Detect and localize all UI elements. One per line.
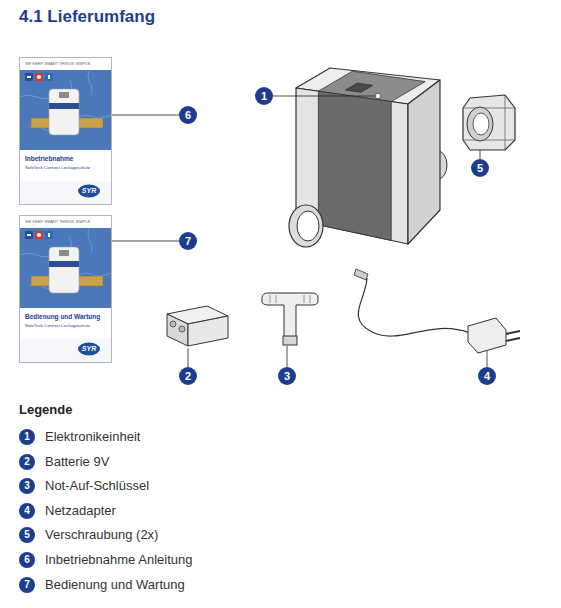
callout-number: 3 [278, 367, 296, 385]
legend-heading: Legende [19, 402, 72, 417]
brand-logo: SYR [78, 344, 100, 353]
cover-text: SafeTech Connect Leckageschutz [25, 165, 90, 171]
legend-text: Inbetriebnahme Anleitung [45, 552, 192, 568]
callout-number: 1 [255, 87, 273, 105]
callout-number: 5 [471, 159, 489, 177]
page-title: 4.1 Lieferumfang [19, 7, 155, 27]
cover-text: WE KEEP SMART THINGS SIMPLE. [25, 61, 91, 67]
callout-number: 3 [19, 478, 35, 494]
callout-number: 2 [19, 454, 35, 470]
callout-number: 7 [179, 232, 197, 250]
callout-number: 2 [179, 367, 197, 385]
callout-number: 4 [19, 503, 35, 519]
manual-cover: WE KEEP SMART THINGS SIMPLE. Inbetriebnah… [19, 57, 112, 205]
cover-text: WE KEEP SMART THINGS SIMPLE. [25, 219, 91, 225]
callout-number: 6 [19, 552, 35, 568]
callout-number: 4 [478, 367, 496, 385]
brand-logo: SYR [78, 186, 100, 195]
legend-text: Batterie 9V [45, 454, 109, 470]
callout-number: 7 [19, 577, 35, 593]
callout-number: 5 [19, 527, 35, 543]
legend-text: Bedienung und Wartung [45, 577, 185, 593]
legend-text: Netzadapter [45, 503, 116, 519]
callout-number: 6 [179, 106, 197, 124]
cover-title: Inbetriebnahme [25, 155, 73, 164]
callout-number: 1 [19, 429, 35, 445]
cover-title: Bedienung und Wartung [25, 313, 100, 322]
legend-text: Verschraubung (2x) [45, 527, 158, 543]
legend-text: Elektronikeinheit [45, 429, 140, 445]
cover-text: SafeTech Connect Leckageschutz [25, 323, 90, 329]
manual-cover: WE KEEP SMART THINGS SIMPLE. Bedienung un… [19, 215, 112, 363]
legend-text: Not-Auf-Schlüssel [45, 478, 149, 494]
